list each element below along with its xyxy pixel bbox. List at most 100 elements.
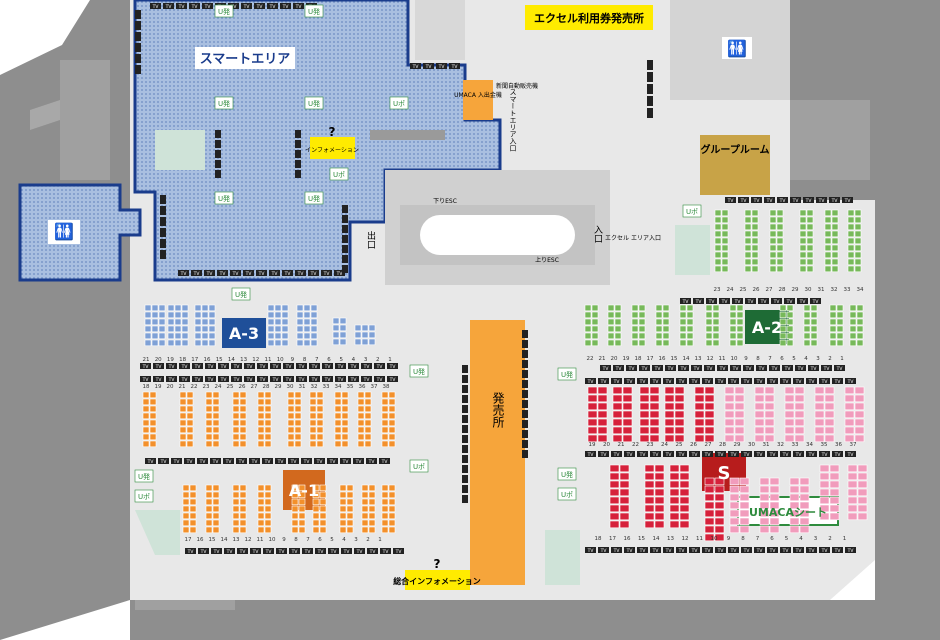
a1-top-seat	[186, 440, 194, 448]
a1-bottom-seat	[239, 491, 247, 499]
a1-top-tv	[361, 376, 372, 382]
a1-bottom-seat	[339, 505, 347, 513]
a2-upper-seat	[824, 265, 832, 273]
a2-top-seat	[679, 339, 687, 347]
s-bottom-red-seat	[704, 501, 715, 510]
s-top-red-seat	[622, 402, 633, 411]
a2-top-seat-number: 9	[744, 356, 748, 362]
a3-tv	[270, 363, 281, 369]
a3-seat	[368, 338, 376, 346]
a3-tv-label: TV	[285, 364, 293, 370]
smart-top-tv	[267, 3, 278, 9]
a1-top-seat-number: 22	[191, 384, 198, 390]
u-badge-6-box	[304, 191, 324, 205]
s-bottom-pink-seat	[847, 464, 858, 473]
s-top-red-seat	[694, 426, 705, 435]
s-bottom-pink-seat	[789, 525, 800, 534]
u-badge-11-label: U発	[138, 472, 150, 481]
s-top-red-seat	[612, 394, 623, 403]
s-top-pink-seat	[734, 434, 745, 443]
a1-top-seat	[294, 419, 302, 427]
a2-upper-seat	[824, 209, 832, 217]
smart-left-tv	[135, 21, 141, 30]
a3-seat	[296, 325, 304, 333]
a1-top-seat	[179, 419, 187, 427]
s-bottom-pink-seat	[739, 525, 750, 534]
u-badge-13-box	[557, 367, 577, 381]
a1-top-seat	[316, 426, 324, 434]
a2-upper-seat	[831, 244, 839, 252]
s-top-red-seat	[612, 386, 623, 395]
a2-upper-seat	[847, 216, 855, 224]
counter-left-tv	[462, 375, 468, 383]
a2-upper-tv-label: TV	[805, 198, 813, 204]
u-badge-5-label: U発	[218, 194, 230, 203]
a1-bottom-tv-label: TV	[239, 549, 247, 555]
a1-top-seat	[294, 398, 302, 406]
a1-top-seat	[357, 426, 365, 434]
umaca-machine-box	[463, 80, 493, 120]
s-top-pink-seat	[764, 434, 775, 443]
s-bottom-tv	[845, 547, 856, 553]
a2-top-seat	[662, 318, 670, 326]
s-bottom-tv	[767, 547, 778, 553]
a2-upper-seat	[744, 230, 752, 238]
a1-top-seat	[149, 419, 157, 427]
a2-upper-seat	[854, 237, 862, 245]
a3-seat	[332, 331, 340, 339]
a1-top-tv-label: TV	[155, 377, 163, 383]
a1-top-seat	[388, 412, 396, 420]
s-top-pink-seat	[734, 402, 745, 411]
a1-bottom-seat	[361, 491, 369, 499]
a1-bottom-seat	[189, 484, 197, 492]
a1-top-seat	[179, 426, 187, 434]
s-top-pink-seat	[754, 434, 765, 443]
a3-seat	[310, 311, 318, 319]
a1-top-seat	[257, 433, 265, 441]
excel-ticket-label: エクセル利用券発売所	[534, 11, 644, 25]
a1-mid-tv-label: TV	[225, 459, 233, 465]
a2-top-seat	[856, 332, 864, 340]
a2-top-seat	[705, 339, 713, 347]
vending-label: 新聞自動販売機	[496, 82, 538, 90]
s-mid-tv-label: TV	[730, 452, 738, 458]
s-top-pink-seat	[764, 418, 775, 427]
a2-top-seat	[662, 311, 670, 319]
s-top-red-seat	[639, 394, 650, 403]
s-top-red-seat	[704, 418, 715, 427]
a2-top-tv	[639, 365, 650, 371]
a2-upper-seat	[831, 216, 839, 224]
a1-top-tv-label: TV	[272, 377, 280, 383]
counter-right-tv	[522, 400, 528, 408]
a1-top-seat	[309, 412, 317, 420]
a1-top-seat	[316, 391, 324, 399]
s-top-seat-number: 26	[690, 442, 697, 448]
s-top-tv-label: TV	[847, 379, 855, 385]
a1-bottom-tv	[276, 548, 287, 554]
s-bottom-pink-seat	[799, 493, 810, 502]
a2-upper-tv	[738, 197, 749, 203]
a2-top-seat	[829, 304, 837, 312]
general-info-box	[405, 570, 470, 590]
s-top-pink-seat	[854, 410, 865, 419]
s-top-red-seat	[649, 418, 660, 427]
a2-top-seat	[849, 311, 857, 319]
s-bottom-pink-seat	[759, 485, 770, 494]
s-top-pink-seat	[724, 434, 735, 443]
a2-top-seat	[829, 318, 837, 326]
a1-top-tv	[140, 376, 151, 382]
a1-top-seat	[212, 426, 220, 434]
a1-top-seat	[239, 419, 247, 427]
a1-bottom-seat	[381, 484, 389, 492]
a2-upper-seat	[854, 244, 862, 252]
s-top-red-seat	[694, 386, 705, 395]
a3-seat	[303, 318, 311, 326]
a2-top-tv-label: TV	[680, 366, 688, 372]
s-bottom-red-seat	[644, 488, 655, 497]
a2-upper-seat	[769, 223, 777, 231]
a2-upper-tv-label: TV	[831, 198, 839, 204]
a1-label: A-1	[289, 481, 319, 500]
u-badge-0-label: U発	[218, 7, 230, 16]
a1-top-seat	[287, 419, 295, 427]
